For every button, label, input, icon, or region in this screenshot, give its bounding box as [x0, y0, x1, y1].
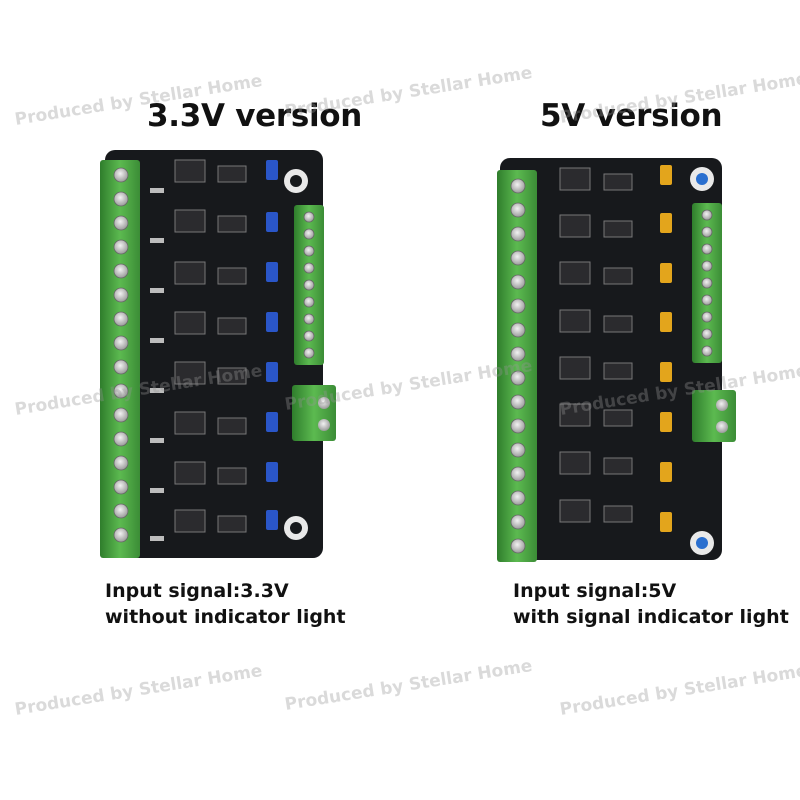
right-caption: Input signal:5V with signal indicator li…: [513, 578, 789, 630]
left-caption-line2: without indicator light: [105, 606, 346, 628]
right-component-rows: [559, 167, 633, 523]
left-board: [100, 150, 336, 558]
right-jumpers: [660, 165, 672, 532]
right-caption-line1: Input signal:5V: [513, 580, 677, 602]
left-output-terminal-block: [100, 160, 140, 558]
right-output-terminal-block: [497, 170, 537, 562]
right-pcb: [500, 158, 722, 560]
left-jumpers: [266, 160, 278, 530]
left-component-rows: [150, 159, 247, 541]
left-pcb: [105, 150, 323, 558]
left-title: 3.3V version: [147, 98, 363, 134]
right-board: [497, 158, 736, 562]
right-input-terminal-block: [692, 203, 736, 442]
left-input-terminal-block: [292, 205, 336, 441]
right-caption-line2: with signal indicator light: [513, 606, 789, 628]
right-title: 5V version: [540, 98, 723, 134]
left-caption: Input signal:3.3V without indicator ligh…: [105, 578, 346, 630]
left-caption-line1: Input signal:3.3V: [105, 580, 289, 602]
